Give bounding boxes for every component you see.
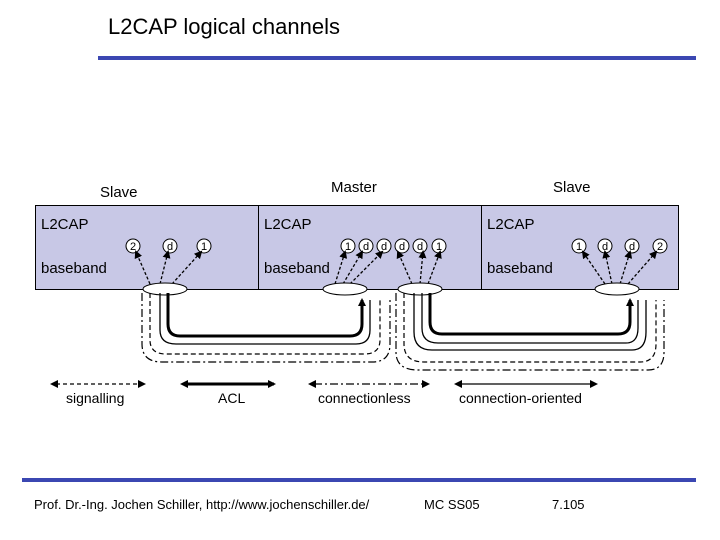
master-l2cap-label: L2CAP [264, 216, 312, 233]
footer-page-number: 7.105 [552, 497, 585, 512]
slave-right-l2cap-label: L2CAP [487, 216, 535, 233]
master-channel-label: d [381, 241, 387, 253]
slave-right-channel-label: d [602, 241, 608, 253]
slave-left-l2cap-label: L2CAP [41, 216, 89, 233]
slave-left-channel-endpoint [196, 238, 212, 254]
master-channel-endpoint [340, 238, 356, 254]
legend-signalling-label: signalling [66, 390, 125, 406]
master-channel-label: 1 [436, 241, 442, 253]
master-baseband-label: baseband [264, 260, 330, 277]
footer-author: Prof. Dr.-Ing. Jochen Schiller, http://w… [34, 497, 370, 512]
signalling-links [149, 293, 657, 363]
master-channel-endpoint [358, 238, 374, 254]
slave-right-channel-label: d [629, 241, 635, 253]
master-channel-label: d [399, 241, 405, 253]
slave-left-device [35, 205, 259, 290]
title-accent-bar [98, 56, 696, 60]
endpoint-arrows [134, 250, 658, 285]
slave-right-channel-endpoint [652, 238, 668, 254]
baseband-endpoints [142, 282, 640, 296]
legend-acl-label: ACL [218, 390, 246, 406]
slave-right-label: Slave [553, 179, 591, 196]
slave-left-channel-label: d [167, 241, 173, 253]
slave-left-channel-label: 2 [130, 241, 136, 253]
connection-oriented-links [159, 293, 647, 351]
slave-left-label: Slave [100, 184, 138, 201]
acl-links [166, 293, 634, 338]
footer-course: MC SS05 [424, 497, 480, 512]
slave-right-channel-label: 2 [657, 241, 663, 253]
master-channel-endpoint [376, 238, 392, 254]
footer-accent-bar [22, 478, 696, 482]
legend-connectionless-label: connectionless [318, 390, 411, 406]
master-channel-label: d [363, 241, 369, 253]
slave-left-channel-label: 1 [201, 241, 207, 253]
master-channel-label: 1 [345, 241, 351, 253]
connectionless-links [141, 293, 665, 371]
slave-right-channel-endpoint [571, 238, 587, 254]
master-channel-label: d [417, 241, 423, 253]
slave-left-baseband-label: baseband [41, 260, 107, 277]
slave-left-channel-endpoint [125, 238, 141, 254]
slide-title: L2CAP logical channels [108, 14, 340, 39]
master-label: Master [331, 179, 377, 196]
legend-connection-oriented-label: connection-oriented [459, 390, 582, 406]
slave-right-channel-label: 1 [576, 241, 582, 253]
slave-right-baseband-label: baseband [487, 260, 553, 277]
